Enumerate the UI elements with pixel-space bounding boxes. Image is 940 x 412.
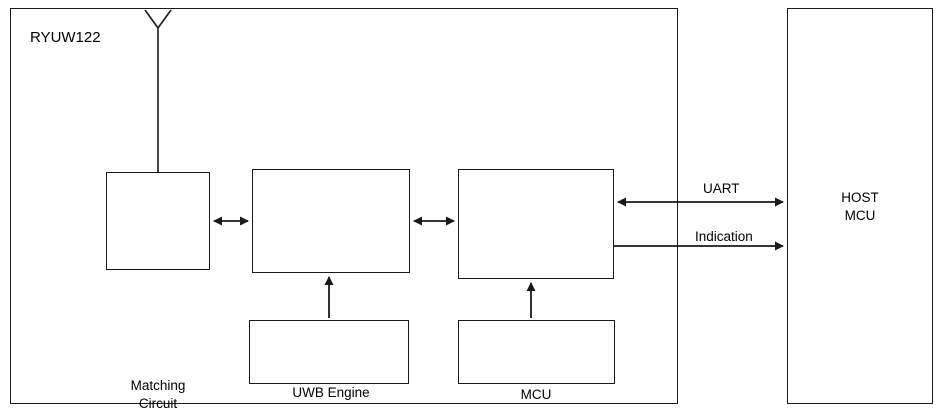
uart-connection-label: UART [703,181,740,196]
indication-connection-label: Indication [695,229,753,244]
crystal-32-768hz-block: 32.768Hz Crystal [458,320,615,384]
matching-circuit-block: Matching Circuit [106,172,210,411]
chip-title: RYUW122 [30,29,101,46]
host-mcu-label: HOST MCU [841,190,879,224]
mcu-block: MCU [458,169,614,402]
uwb-engine-label: UWB Engine [292,385,370,400]
matching-circuit-label: Matching Circuit [130,378,186,412]
mcu-label: MCU [520,387,552,402]
uwb-engine-block: UWB Engine [252,169,410,400]
crystal-38-4mhz-block: 38.4MHz Crystal [249,320,409,384]
host-mcu-block: HOST MCU [787,8,933,404]
